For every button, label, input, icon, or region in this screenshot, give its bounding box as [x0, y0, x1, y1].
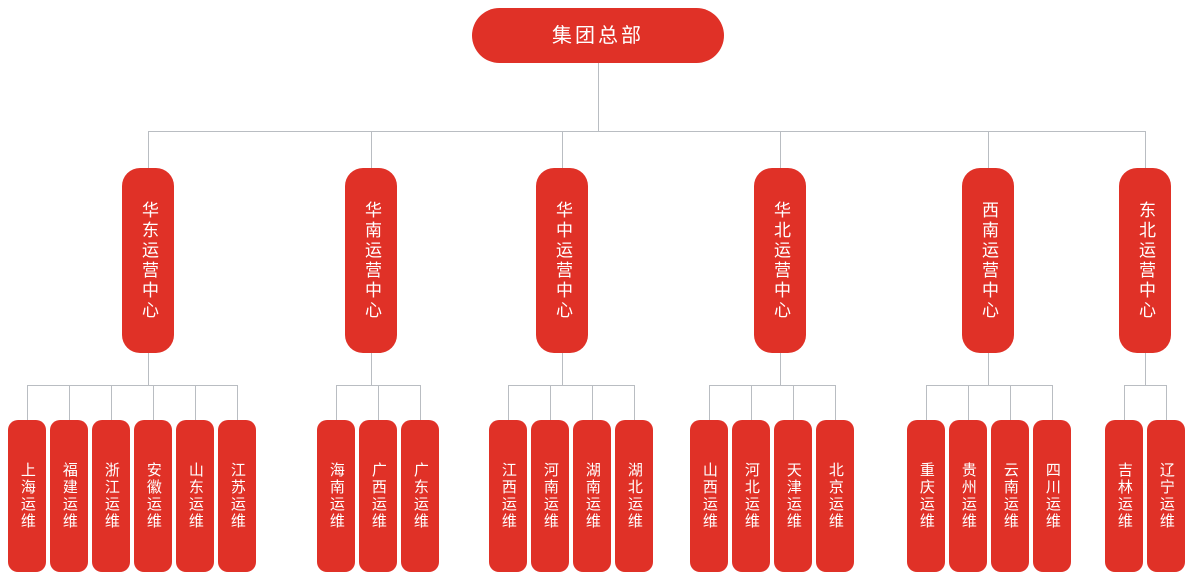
connector-leaf-bus: [508, 385, 634, 386]
connector-leaf-stem: [27, 385, 28, 420]
connector-region-stem: [371, 131, 372, 168]
connector-leaf-stem: [550, 385, 551, 420]
leaf-node-3-1[interactable]: 河北运维: [732, 420, 770, 572]
connector-region-drop: [562, 353, 563, 385]
connector-leaf-stem: [926, 385, 927, 420]
connector-region-stem: [562, 131, 563, 168]
leaf-node-1-1[interactable]: 广西运维: [359, 420, 397, 572]
connector-leaf-stem: [968, 385, 969, 420]
connector-leaf-stem: [793, 385, 794, 420]
leaf-node-0-1[interactable]: 福建运维: [50, 420, 88, 572]
root-node[interactable]: 集团总部: [472, 8, 724, 63]
leaf-node-4-2[interactable]: 云南运维: [991, 420, 1029, 572]
connector-leaf-bus: [1124, 385, 1166, 386]
leaf-node-0-0[interactable]: 上海运维: [8, 420, 46, 572]
connector-leaf-stem: [336, 385, 337, 420]
connector-region-drop: [988, 353, 989, 385]
connector-region-stem: [1145, 131, 1146, 168]
connector-region-drop: [371, 353, 372, 385]
leaf-node-0-2[interactable]: 浙江运维: [92, 420, 130, 572]
leaf-node-2-2[interactable]: 湖南运维: [573, 420, 611, 572]
leaf-node-0-3[interactable]: 安徽运维: [134, 420, 172, 572]
leaf-node-3-2[interactable]: 天津运维: [774, 420, 812, 572]
leaf-node-1-2[interactable]: 广东运维: [401, 420, 439, 572]
connector-leaf-stem: [1124, 385, 1125, 420]
leaf-node-4-3[interactable]: 四川运维: [1033, 420, 1071, 572]
connector-leaf-stem: [835, 385, 836, 420]
region-node-4[interactable]: 西南运营中心: [962, 168, 1014, 353]
connector-leaf-stem: [378, 385, 379, 420]
leaf-node-0-4[interactable]: 山东运维: [176, 420, 214, 572]
leaf-node-3-3[interactable]: 北京运维: [816, 420, 854, 572]
connector-root-stem: [598, 63, 599, 131]
connector-leaf-bus: [27, 385, 237, 386]
leaf-node-2-1[interactable]: 河南运维: [531, 420, 569, 572]
leaf-node-4-0[interactable]: 重庆运维: [907, 420, 945, 572]
connector-leaf-stem: [69, 385, 70, 420]
connector-leaf-stem: [1010, 385, 1011, 420]
region-node-1[interactable]: 华南运营中心: [345, 168, 397, 353]
connector-leaf-stem: [634, 385, 635, 420]
region-node-3[interactable]: 华北运营中心: [754, 168, 806, 353]
connector-leaf-stem: [153, 385, 154, 420]
leaf-node-0-5[interactable]: 江苏运维: [218, 420, 256, 572]
connector-leaf-stem: [709, 385, 710, 420]
leaf-node-1-0[interactable]: 海南运维: [317, 420, 355, 572]
connector-root-bus: [148, 131, 1145, 132]
region-node-5[interactable]: 东北运营中心: [1119, 168, 1171, 353]
region-node-0[interactable]: 华东运营中心: [122, 168, 174, 353]
connector-leaf-bus: [709, 385, 835, 386]
connector-region-stem: [148, 131, 149, 168]
connector-leaf-stem: [508, 385, 509, 420]
connector-region-drop: [780, 353, 781, 385]
connector-leaf-stem: [592, 385, 593, 420]
leaf-node-2-3[interactable]: 湖北运维: [615, 420, 653, 572]
connector-leaf-stem: [1052, 385, 1053, 420]
connector-leaf-stem: [195, 385, 196, 420]
connector-leaf-stem: [1166, 385, 1167, 420]
connector-leaf-stem: [111, 385, 112, 420]
region-node-2[interactable]: 华中运营中心: [536, 168, 588, 353]
connector-leaf-stem: [237, 385, 238, 420]
connector-region-stem: [780, 131, 781, 168]
leaf-node-4-1[interactable]: 贵州运维: [949, 420, 987, 572]
connector-leaf-stem: [751, 385, 752, 420]
connector-region-drop: [148, 353, 149, 385]
connector-leaf-bus: [926, 385, 1052, 386]
connector-region-drop: [1145, 353, 1146, 385]
leaf-node-3-0[interactable]: 山西运维: [690, 420, 728, 572]
leaf-node-2-0[interactable]: 江西运维: [489, 420, 527, 572]
connector-region-stem: [988, 131, 989, 168]
connector-leaf-stem: [420, 385, 421, 420]
leaf-node-5-1[interactable]: 辽宁运维: [1147, 420, 1185, 572]
leaf-node-5-0[interactable]: 吉林运维: [1105, 420, 1143, 572]
